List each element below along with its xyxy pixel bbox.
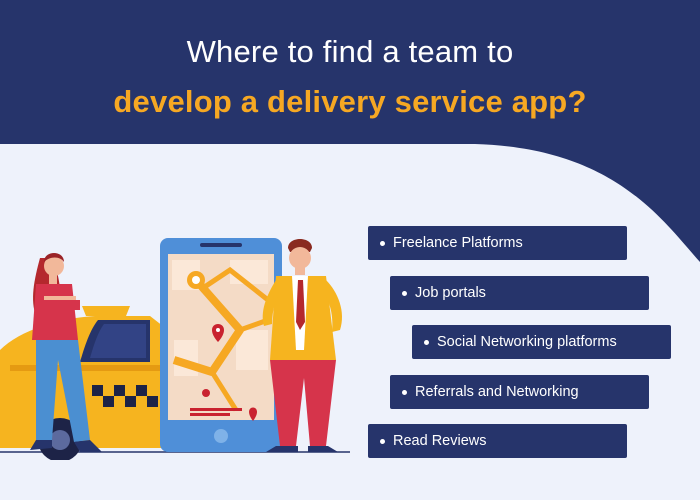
page-title-line2: develop a delivery service app? xyxy=(113,84,587,119)
bullet-icon xyxy=(402,290,407,296)
list-item: Read Reviews xyxy=(368,424,627,458)
list-item-label: Freelance Platforms xyxy=(393,235,523,251)
bullet-icon xyxy=(380,240,385,246)
taxi-checker-stripe xyxy=(92,385,158,407)
list-item: Social Networking platforms xyxy=(412,325,671,359)
list-item-label: Referrals and Networking xyxy=(415,384,579,400)
list-item: Job portals xyxy=(390,276,649,310)
list-item-label: Job portals xyxy=(415,285,486,301)
phone-map-illustration xyxy=(160,238,282,452)
map-pin-icon xyxy=(212,324,224,342)
bullet-icon xyxy=(402,389,407,395)
list-item-label: Read Reviews xyxy=(393,433,487,449)
list-item: Referrals and Networking xyxy=(390,375,649,409)
woman-illustration xyxy=(30,253,102,452)
man-illustration xyxy=(262,239,343,452)
delivery-app-illustration xyxy=(0,238,350,460)
map-pin-icon xyxy=(249,407,257,421)
list-item-label: Social Networking platforms xyxy=(437,334,617,350)
bullet-icon xyxy=(424,339,429,345)
bullet-icon xyxy=(380,438,385,444)
list-item: Freelance Platforms xyxy=(368,226,627,260)
page-title-line1: Where to find a team to xyxy=(186,34,514,69)
